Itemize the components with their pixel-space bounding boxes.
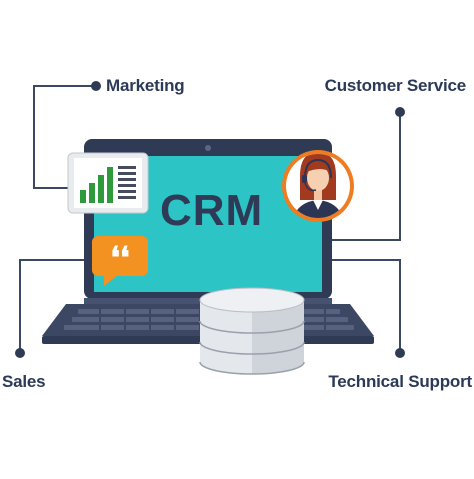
- connector-dot-sales: [15, 348, 25, 358]
- database-icon: [199, 287, 305, 375]
- connector-dot-marketing: [91, 81, 101, 91]
- connector-technical-support: [332, 259, 401, 352]
- connector-dot-technical-support: [395, 348, 405, 358]
- connector-marketing: [33, 85, 96, 189]
- label-technical-support: Technical Support: [328, 372, 472, 391]
- crm-screen-title: CRM: [160, 186, 264, 235]
- connector-customer-service: [332, 112, 401, 241]
- quote-bubble-icon: ❛❛: [92, 236, 148, 286]
- connector-dot-customer-service: [395, 107, 405, 117]
- connector-sales: [19, 259, 92, 352]
- label-customer-service: Customer Service: [324, 76, 467, 95]
- svg-text:❛❛: ❛❛: [110, 242, 129, 275]
- tablet-chart-icon: [67, 152, 149, 214]
- agent-avatar-icon: [282, 150, 354, 222]
- label-sales: Sales: [2, 372, 46, 391]
- label-marketing: Marketing: [106, 76, 185, 95]
